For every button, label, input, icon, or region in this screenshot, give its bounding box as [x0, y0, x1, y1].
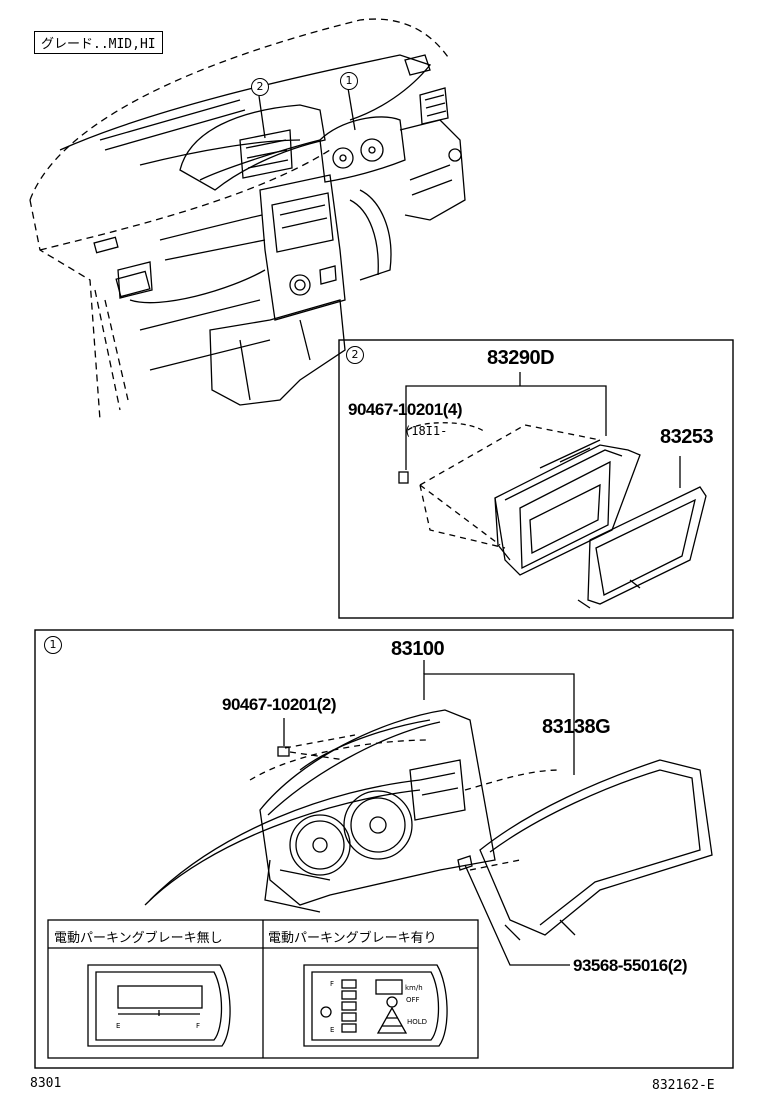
gauge-f-label: F — [196, 1022, 200, 1030]
display-unit-illustration — [398, 372, 707, 609]
detail-box-1 — [34, 629, 734, 1069]
box1-ref: 1 — [44, 636, 62, 654]
detail-box-2 — [338, 339, 734, 619]
part-90467-2: 90467-10201(2) — [222, 695, 336, 714]
speed-unit-label: km/h — [405, 984, 423, 992]
part-83100: 83100 — [391, 638, 445, 660]
part-93568: 93568-55016(2) — [573, 956, 687, 975]
hold-label: HOLD — [407, 1018, 427, 1026]
fuel-f-label: F — [330, 980, 334, 988]
fuel-e-label: E — [330, 1026, 334, 1034]
diagram-code: 832162-E — [652, 1078, 715, 1093]
table-col-with-epb: 電動パーキングブレーキ有り — [268, 931, 437, 946]
off-label: OFF — [406, 996, 420, 1004]
screw-note: (18I1- — [404, 424, 448, 438]
meter-cluster-illustration — [47, 660, 713, 1059]
callout-1: 1 — [340, 72, 358, 90]
dashboard-illustration — [29, 18, 466, 421]
grade-label: グレード..MID,HI — [34, 31, 163, 54]
page-code: 8301 — [30, 1076, 62, 1091]
part-83138g: 83138G — [542, 716, 611, 738]
part-83253: 83253 — [660, 426, 714, 448]
table-col-without-epb: 電動パーキングブレーキ無し — [54, 931, 223, 946]
box2-ref: 2 — [346, 346, 364, 364]
part-90467-4: 90467-10201(4) — [348, 400, 462, 419]
callout-2: 2 — [251, 78, 269, 96]
part-83290d: 83290D — [487, 347, 555, 369]
gauge-e-label: E — [116, 1022, 120, 1030]
